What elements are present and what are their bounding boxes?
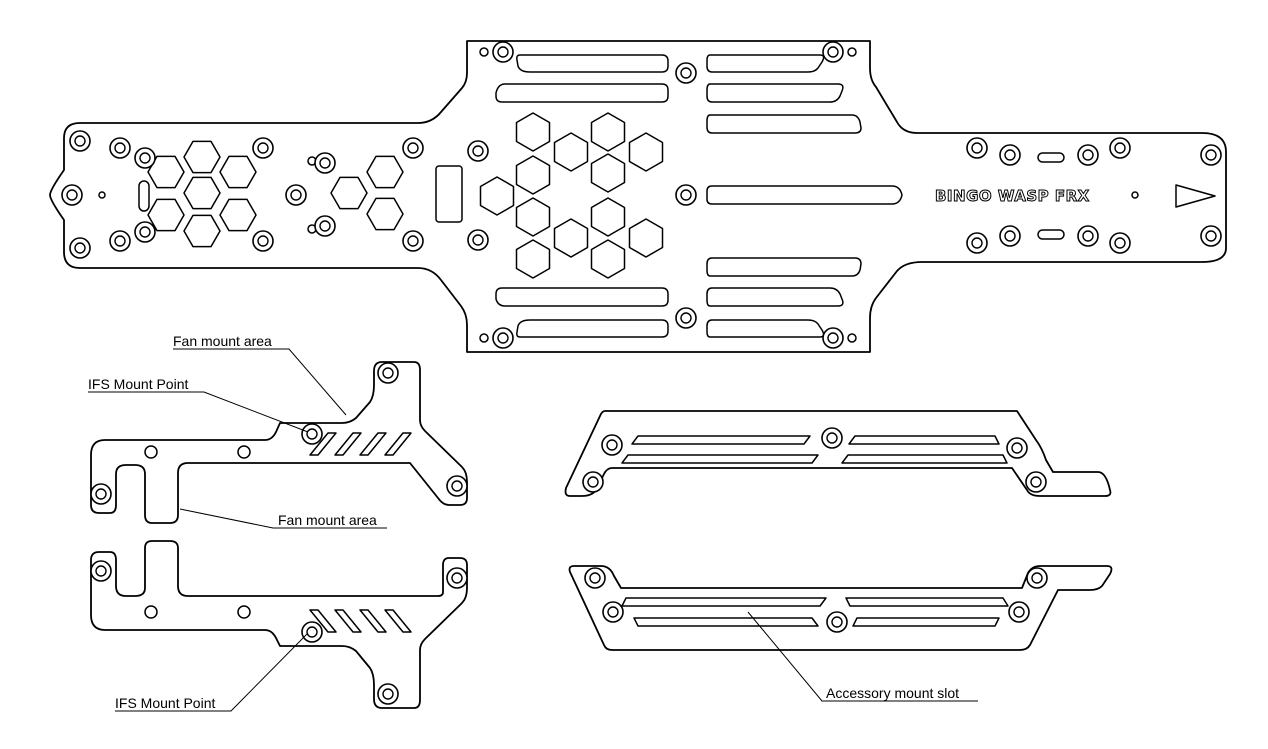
- label-ifs-mount-point-bottom: IFS Mount Point: [115, 695, 215, 711]
- brand-logo-text: BINGO WASP FRX: [935, 187, 1090, 205]
- lower-left-side-plate: [90, 540, 468, 709]
- upper-right-side-rail: [564, 410, 1112, 497]
- label-fan-mount-area-top: Fan mount area: [173, 333, 272, 349]
- lower-right-side-rail: [568, 565, 1113, 651]
- leader-lines: [88, 348, 978, 712]
- upper-left-side-plate: [90, 361, 468, 524]
- label-fan-mount-area-middle: Fan mount area: [278, 512, 377, 528]
- main-chassis-plate: BINGO WASP FRX: [49, 40, 1227, 353]
- label-accessory-mount-slot: Accessory mount slot: [826, 685, 959, 701]
- label-ifs-mount-point-top: IFS Mount Point: [88, 376, 188, 392]
